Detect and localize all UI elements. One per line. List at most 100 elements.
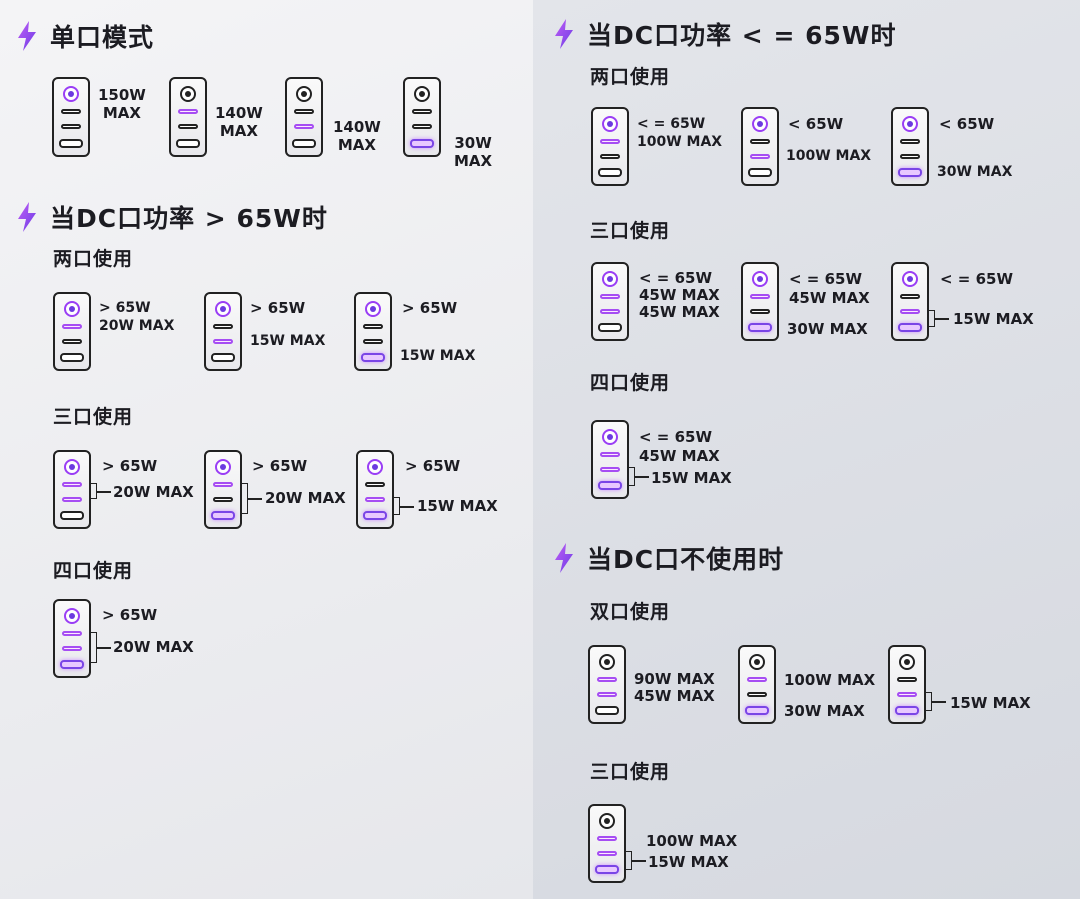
usb-port-icon bbox=[597, 836, 617, 841]
power-label: < = 65W bbox=[940, 270, 1014, 288]
charger-diagram bbox=[741, 262, 779, 341]
dc-port-icon bbox=[602, 116, 618, 132]
power-label: 140W MAX bbox=[215, 104, 263, 140]
usb-port-icon bbox=[176, 139, 200, 148]
subsection-title: 双口使用 bbox=[590, 601, 671, 623]
usb-port-icon bbox=[597, 851, 617, 856]
subsection-title: 两口使用 bbox=[53, 248, 134, 270]
charger-diagram bbox=[53, 450, 91, 529]
power-label: > 65W bbox=[402, 299, 458, 317]
charger-diagram bbox=[204, 450, 242, 529]
dc-port-icon bbox=[602, 271, 618, 287]
subsection-title: 四口使用 bbox=[53, 560, 134, 582]
dc-port-icon bbox=[899, 654, 915, 670]
power-label: < = 65W 100W MAX bbox=[637, 116, 723, 150]
usb-port-icon bbox=[60, 511, 84, 520]
usb-port-icon bbox=[62, 497, 82, 502]
charger-diagram bbox=[403, 77, 441, 157]
usb-port-icon bbox=[361, 353, 385, 362]
charger-diagram bbox=[891, 262, 929, 341]
usb-port-icon bbox=[62, 482, 82, 487]
bracket-connector bbox=[626, 851, 632, 870]
usb-port-icon bbox=[900, 139, 920, 144]
dc-port-icon bbox=[902, 116, 918, 132]
power-label: 90W MAX 45W MAX bbox=[634, 670, 715, 705]
usb-port-icon bbox=[600, 294, 620, 299]
usb-port-icon bbox=[60, 660, 84, 669]
power-label: > 65W bbox=[102, 606, 158, 624]
dc-port-icon bbox=[296, 86, 312, 102]
dc-port-icon bbox=[414, 86, 430, 102]
dc-port-icon bbox=[599, 813, 615, 829]
usb-port-icon bbox=[597, 677, 617, 682]
power-label: 15W MAX bbox=[648, 853, 729, 871]
power-label: 20W MAX bbox=[113, 483, 194, 501]
usb-port-icon bbox=[61, 109, 81, 114]
section-dc-unused: 当DC口不使用时 bbox=[553, 540, 784, 576]
power-label: 15W MAX bbox=[651, 469, 732, 487]
charger-diagram bbox=[891, 107, 929, 186]
bracket-connector bbox=[394, 497, 400, 515]
bracket-line bbox=[632, 860, 646, 862]
usb-port-icon bbox=[61, 124, 81, 129]
usb-port-icon bbox=[600, 309, 620, 314]
subsection-title: 三口使用 bbox=[590, 761, 671, 783]
charger-diagram bbox=[888, 645, 926, 724]
bracket-connector bbox=[929, 310, 935, 327]
section-title: 当DC口功率 < = 65W时 bbox=[587, 21, 897, 50]
section-title: 当DC口功率 > 65W时 bbox=[50, 204, 328, 233]
lightning-icon bbox=[553, 19, 575, 49]
power-label: 15W MAX bbox=[417, 497, 498, 515]
bracket-line bbox=[97, 491, 111, 493]
charger-diagram bbox=[169, 77, 207, 157]
section-title: 当DC口不使用时 bbox=[587, 545, 785, 574]
charger-diagram bbox=[738, 645, 776, 724]
power-label: 15W MAX bbox=[950, 694, 1031, 712]
charger-diagram bbox=[591, 107, 629, 186]
usb-port-icon bbox=[600, 139, 620, 144]
dc-port-icon bbox=[180, 86, 196, 102]
power-label: 140W MAX bbox=[333, 118, 381, 154]
dc-port-icon bbox=[902, 271, 918, 287]
dc-port-icon bbox=[602, 429, 618, 445]
power-label: 15W MAX bbox=[250, 333, 326, 349]
usb-port-icon bbox=[62, 339, 82, 344]
bracket-line bbox=[932, 701, 946, 703]
power-label: < = 65W 45W MAX bbox=[789, 270, 870, 307]
usb-port-icon bbox=[365, 482, 385, 487]
dc-port-icon bbox=[64, 459, 80, 475]
usb-port-icon bbox=[898, 168, 922, 177]
lightning-icon bbox=[553, 543, 575, 573]
section-title: 单口模式 bbox=[50, 23, 155, 52]
dc-port-icon bbox=[215, 459, 231, 475]
usb-port-icon bbox=[412, 109, 432, 114]
power-label: 30W MAX bbox=[937, 164, 1013, 180]
dc-port-icon bbox=[64, 301, 80, 317]
usb-port-icon bbox=[900, 309, 920, 314]
section-single-port: 单口模式 bbox=[16, 18, 154, 54]
usb-port-icon bbox=[595, 865, 619, 874]
usb-port-icon bbox=[595, 706, 619, 715]
subsection-title: 三口使用 bbox=[53, 406, 134, 428]
usb-port-icon bbox=[412, 124, 432, 129]
usb-port-icon bbox=[410, 139, 434, 148]
usb-port-icon bbox=[213, 339, 233, 344]
power-label: 15W MAX bbox=[953, 310, 1034, 328]
power-label: > 65W bbox=[405, 457, 461, 475]
dc-port-icon bbox=[752, 271, 768, 287]
usb-port-icon bbox=[748, 323, 772, 332]
power-label: 15W MAX bbox=[400, 348, 476, 364]
charger-diagram bbox=[53, 292, 91, 371]
power-label: 30W MAX bbox=[784, 702, 865, 720]
lightning-icon bbox=[16, 21, 38, 51]
dc-port-icon bbox=[752, 116, 768, 132]
subsection-title: 四口使用 bbox=[590, 372, 671, 394]
section-dc-gt-65w: 当DC口功率 > 65W时 bbox=[16, 199, 328, 235]
usb-port-icon bbox=[62, 646, 82, 651]
usb-port-icon bbox=[600, 154, 620, 159]
charger-diagram bbox=[354, 292, 392, 371]
usb-port-icon bbox=[750, 154, 770, 159]
charger-diagram bbox=[285, 77, 323, 157]
bracket-line bbox=[400, 506, 414, 508]
bracket-line bbox=[97, 647, 111, 649]
